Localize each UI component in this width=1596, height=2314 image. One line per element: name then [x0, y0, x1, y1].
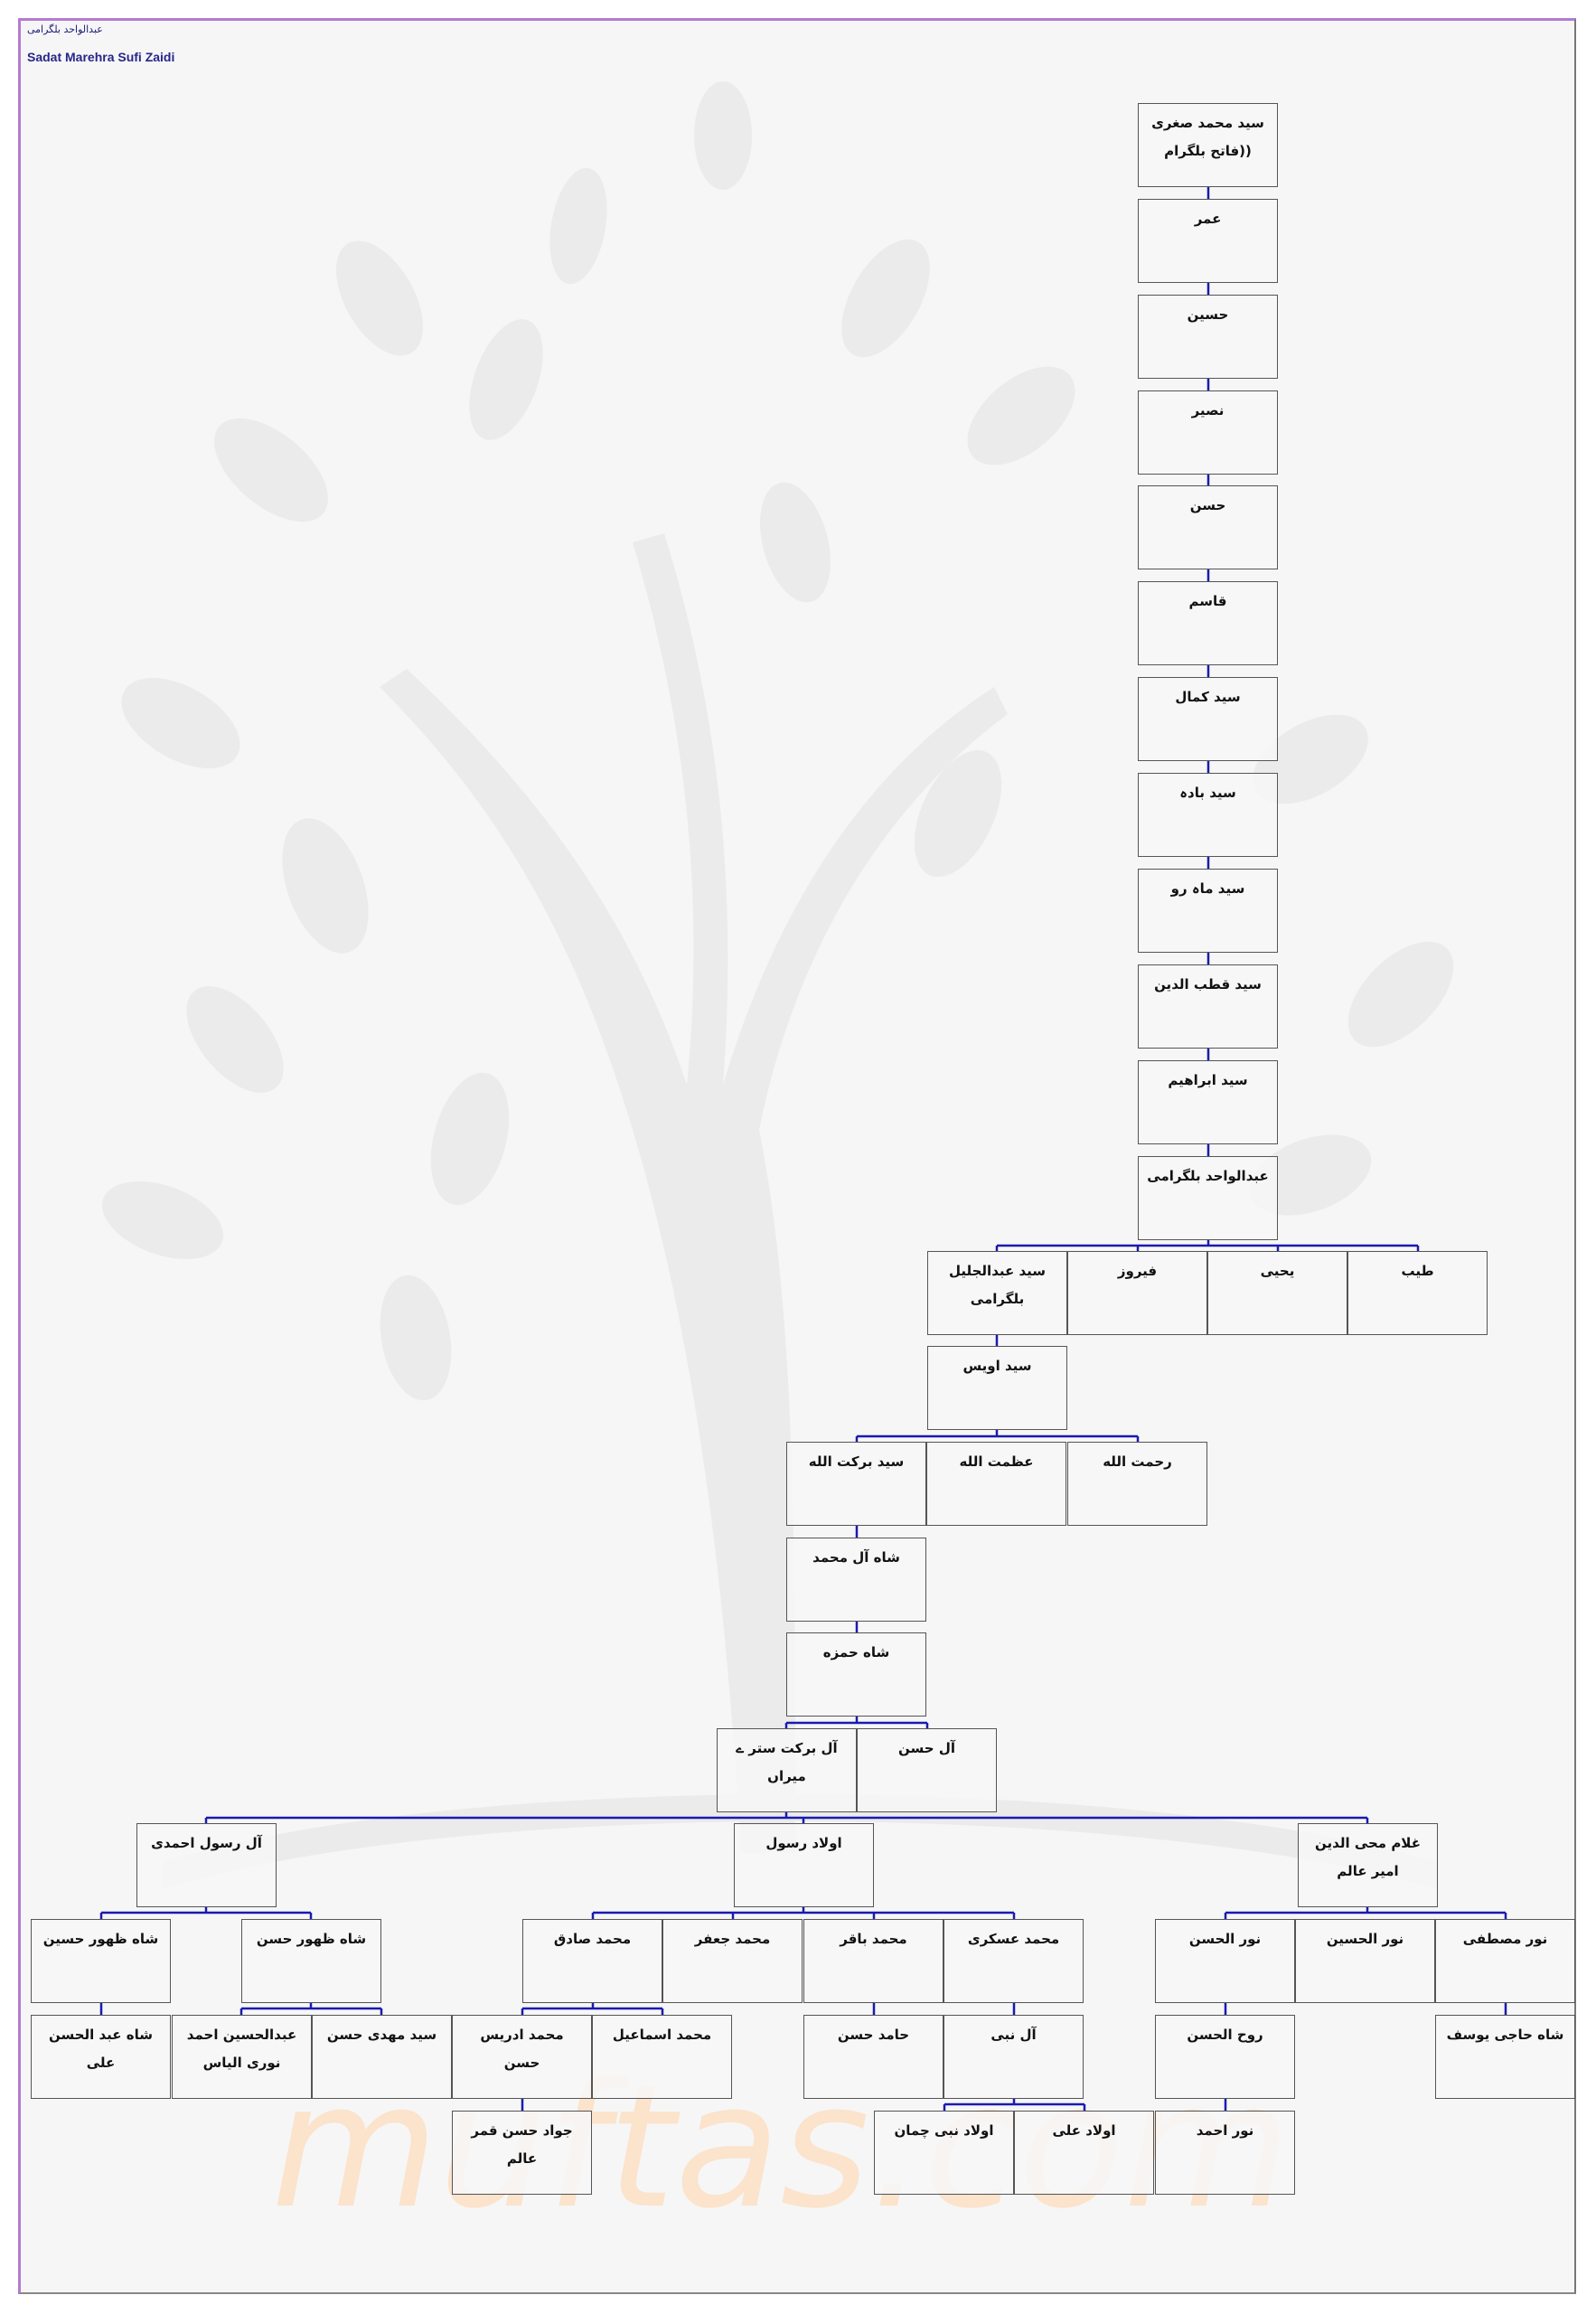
- node-noor-ahmad: نور احمد: [1155, 2111, 1295, 2195]
- node-syed-barkatullah: سید برکت الله: [786, 1442, 926, 1526]
- node-yahya: یحیی: [1207, 1251, 1347, 1335]
- node-hamid-hasan: حامد حسن: [803, 2015, 944, 2099]
- node-ghulam-mohiuddin-ameer-alam: غلام محی الدین امیر عالم: [1298, 1823, 1438, 1907]
- node-aulad-nabi-chaman: اولاد نبی چمان: [874, 2111, 1014, 2195]
- node-aulad-ali: اولاد علی: [1014, 2111, 1154, 2195]
- node-muhammad-jafar: محمد جعفر: [662, 1919, 803, 2003]
- node-umar: عمر: [1138, 199, 1278, 283]
- node-aal-nabi: آل نبی: [944, 2015, 1084, 2099]
- node-syed-owais: سید اویس: [927, 1346, 1067, 1430]
- node-syed-bada: سید بادہ: [1138, 773, 1278, 857]
- node-syed-qutbuddin: سید قطب الدین: [1138, 964, 1278, 1049]
- node-aal-rasool-ahmadi: آل رسول احمدی: [136, 1823, 277, 1907]
- node-noor-mustafa: نور مصطفی: [1435, 1919, 1575, 2003]
- node-noor-ul-husain: نور الحسین: [1295, 1919, 1435, 2003]
- node-jawad-hasan-qamar-alam: جواد حسن قمر عالم: [452, 2111, 592, 2195]
- node-azmatullah: عظمت الله: [926, 1442, 1066, 1526]
- node-shah-zahoor-husain: شاه ظهور حسین: [31, 1919, 171, 2003]
- node-rahmatullah: رحمت الله: [1067, 1442, 1207, 1526]
- node-shah-hamza: شاه حمزه: [786, 1632, 926, 1717]
- node-shah-aal-muhammad: شاه آل محمد: [786, 1538, 926, 1622]
- node-tayyab: طیب: [1347, 1251, 1488, 1335]
- node-shah-zahoor-hasan: شاه ظهور حسن: [241, 1919, 381, 2003]
- node-rooh-ul-hasan: روح الحسن: [1155, 2015, 1295, 2099]
- node-muhammad-baqir: محمد باقر: [803, 1919, 944, 2003]
- node-husain: حسین: [1138, 295, 1278, 379]
- node-syed-mehdi-hasan: سید مهدی حسن: [312, 2015, 452, 2099]
- node-aal-hasan: آل حسن: [857, 1728, 997, 1812]
- node-shah-haji-yusuf: شاه حاجی یوسف: [1435, 2015, 1575, 2099]
- header-title: Sadat Marehra Sufi Zaidi: [27, 50, 175, 64]
- node-syed-muhammad-sughra: سید محمد صغری ((فاتح بلگرام: [1138, 103, 1278, 187]
- node-abdul-husain-ahmad-noori: عبدالحسین احمد نوری الیاس: [172, 2015, 312, 2099]
- node-hasan: حسن: [1138, 485, 1278, 569]
- node-syed-ibrahim: سید ابراهیم: [1138, 1060, 1278, 1144]
- node-aal-barkat-suthre-miyan: آل برکت ستر ے میراں: [717, 1728, 857, 1812]
- node-shah-abdul-hasan-ali: شاه عبد الحسن علی: [31, 2015, 171, 2099]
- node-syed-mah-ru: سید ماہ رو: [1138, 869, 1278, 953]
- node-naseer: نصیر: [1138, 390, 1278, 475]
- node-syed-kamal: سید کمال: [1138, 677, 1278, 761]
- header-urdu-title: عبدالواحد بلگرامی: [27, 24, 103, 35]
- node-feroz: فیروز: [1067, 1251, 1207, 1335]
- node-abdul-wahid-bilgrami: عبدالواحد بلگرامی: [1138, 1156, 1278, 1240]
- node-abdul-jalil-bilgrami: سید عبدالجلیل بلگرامی: [927, 1251, 1067, 1335]
- node-qasim: قاسم: [1138, 581, 1278, 665]
- node-muhammad-ismail: محمد اسماعیل: [592, 2015, 732, 2099]
- node-muhammad-sadiq: محمد صادق: [522, 1919, 662, 2003]
- node-muhammad-idrees-hasan: محمد ادریس حسن: [452, 2015, 592, 2099]
- node-noor-ul-hasan: نور الحسن: [1155, 1919, 1295, 2003]
- node-aulad-rasool: اولاد رسول: [734, 1823, 874, 1907]
- node-muhammad-askari: محمد عسکری: [944, 1919, 1084, 2003]
